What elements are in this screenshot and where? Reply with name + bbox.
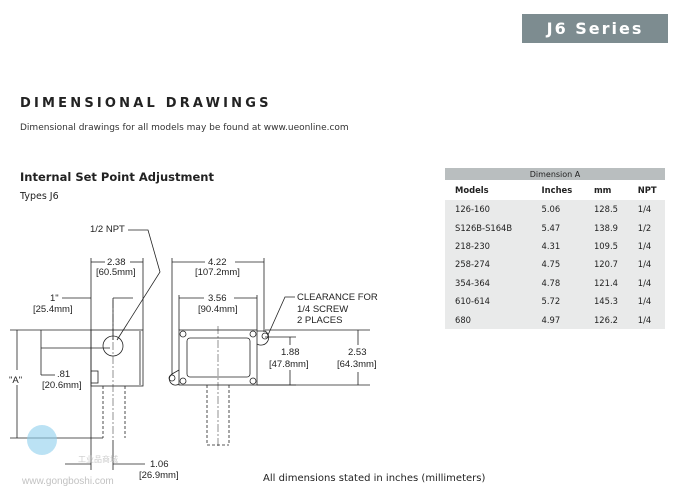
table-cell: 128.5	[583, 200, 628, 219]
table-cell: 5.47	[531, 218, 584, 237]
table-cell: 126-160	[445, 200, 532, 219]
table-cell: 218-230	[445, 236, 532, 256]
label-81: .81	[57, 369, 70, 380]
table-cell: 145.3	[583, 291, 628, 311]
watermark-logo: www.gongboshi.com 工业品商城	[21, 425, 118, 487]
table-cell: 126.2	[583, 310, 628, 329]
table-caption: Dimension A	[445, 168, 665, 180]
table-cell: 1/2	[627, 218, 665, 237]
table-cell: 1/4	[627, 200, 665, 219]
table-cell: 258-274	[445, 255, 532, 274]
watermark-url: www.gongboshi.com	[21, 476, 114, 487]
section-subtitle: Dimensional drawings for all models may …	[20, 123, 349, 133]
front-window	[186, 337, 251, 378]
label-422: 4.22	[208, 257, 227, 268]
table-cell: 1/4	[627, 255, 665, 274]
label-a: "A"	[9, 375, 22, 386]
drawing-types: Types J6	[20, 191, 59, 202]
series-badge: J6 Series	[522, 14, 668, 43]
table-cell: 1/4	[627, 291, 665, 311]
table-cell: 109.5	[583, 236, 628, 256]
dimension-table: Dimension A Models Inches mm NPT 126-160…	[445, 168, 665, 329]
table-cell: 4.75	[531, 255, 584, 274]
label-1in: 1"	[50, 293, 59, 304]
label-clearance-1: CLEARANCE FOR	[297, 292, 378, 303]
label-npt: 1/2 NPT	[90, 224, 125, 235]
table-cell: 4.78	[531, 273, 584, 292]
table-cell: 121.4	[583, 273, 628, 292]
side-view-housing	[90, 329, 144, 387]
label-356: 3.56	[208, 293, 227, 304]
table-cell: 4.31	[531, 236, 584, 256]
table-cell: 680	[445, 310, 532, 329]
label-81mm: [20.6mm]	[42, 380, 82, 391]
label-188: 1.88	[281, 347, 300, 358]
label-253: 2.53	[348, 347, 367, 358]
table-cell: 354-364	[445, 273, 532, 292]
table-cell: 1/4	[627, 310, 665, 329]
table-cell: 4.97	[531, 310, 584, 329]
label-238: 2.38	[107, 257, 126, 268]
section-title: DIMENSIONAL DRAWINGS	[20, 96, 272, 111]
col-header: NPT	[627, 180, 665, 200]
table-cell: 5.06	[531, 200, 584, 219]
table-cell: 138.9	[583, 218, 628, 237]
label-106mm: [26.9mm]	[139, 470, 179, 481]
label-238mm: [60.5mm]	[96, 267, 136, 278]
label-clearance-2: 1/4 SCREW	[297, 304, 348, 315]
label-356mm: [90.4mm]	[198, 304, 238, 315]
table-cell: 610-614	[445, 291, 532, 311]
label-422mm: [107.2mm]	[195, 267, 240, 278]
table-cell: 1/4	[627, 273, 665, 292]
label-106: 1.06	[150, 459, 169, 470]
table-cell: 1/4	[627, 236, 665, 256]
watermark-cn: 工业品商城	[78, 454, 118, 464]
label-253mm: [64.3mm]	[337, 359, 377, 370]
drawing-title: Internal Set Point Adjustment	[20, 170, 214, 184]
col-header: Models	[445, 180, 532, 200]
dimensions-note: All dimensions stated in inches (millime…	[263, 473, 486, 484]
col-header: mm	[583, 180, 628, 200]
table-cell: S126B-S164B	[445, 218, 532, 237]
label-188mm: [47.8mm]	[269, 359, 309, 370]
table-cell: 5.72	[531, 291, 584, 311]
table-cell: 120.7	[583, 255, 628, 274]
label-clearance-3: 2 PLACES	[297, 315, 342, 326]
label-1in-mm: [25.4mm]	[33, 304, 73, 315]
col-header: Inches	[531, 180, 584, 200]
